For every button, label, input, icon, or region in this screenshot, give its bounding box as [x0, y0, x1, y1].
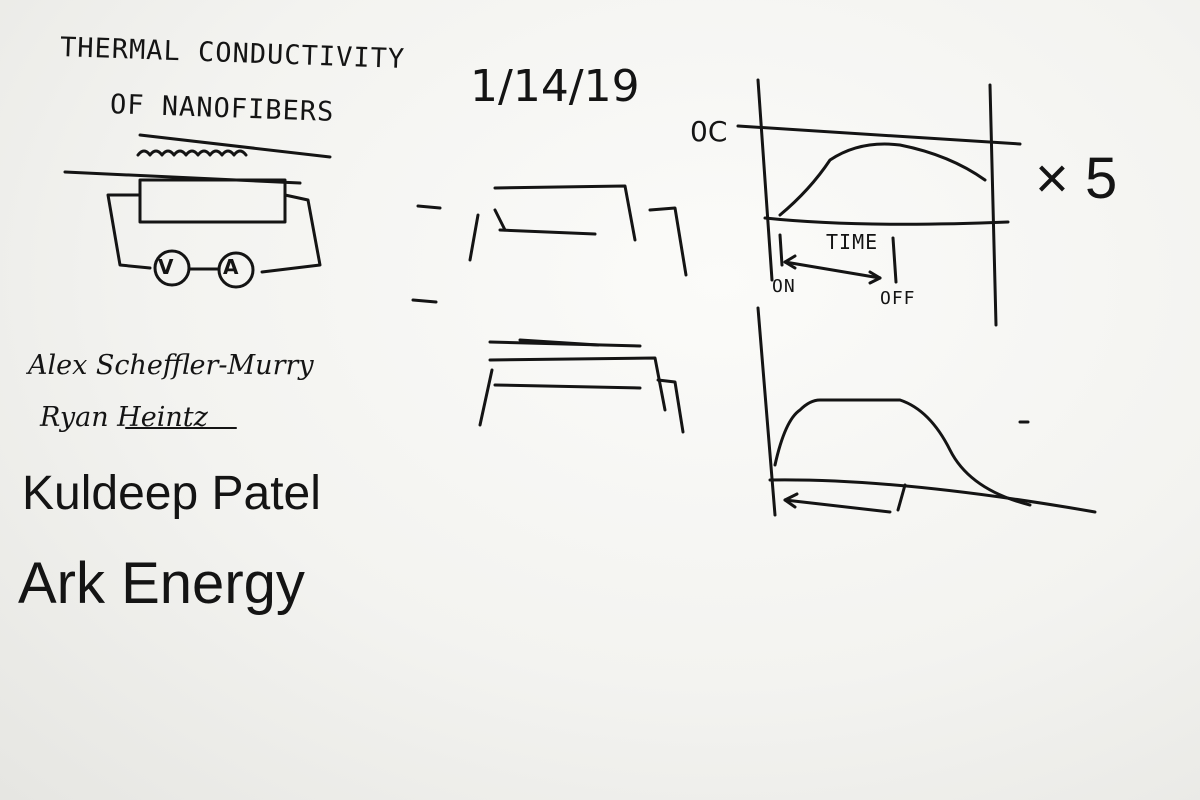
name-2: Ryan Heintz	[40, 402, 208, 433]
voltmeter-label: V	[158, 255, 174, 279]
circuit-sketch	[63, 133, 332, 289]
name-1: Alex Scheffler-Murry	[28, 350, 314, 381]
multiplier-text: × 5	[1035, 146, 1118, 211]
block-sketch-bottom	[478, 338, 685, 434]
block-sketch-top	[468, 184, 688, 277]
graph-off-label: OFF	[880, 288, 916, 309]
graph-on-label: ON	[772, 276, 796, 297]
graph-time-label: TIME	[826, 230, 879, 254]
ammeter-label: A	[223, 255, 239, 279]
bottom-graph	[756, 306, 1097, 517]
top-graph	[736, 78, 1022, 327]
title-line-2: OF NANOFIBERS	[109, 89, 335, 128]
date-text: 1/14/19	[470, 61, 640, 112]
name-3: Kuldeep Patel	[22, 467, 321, 520]
name-4: Ark Energy	[18, 551, 305, 616]
graph-y-marker: 0C	[690, 115, 728, 148]
